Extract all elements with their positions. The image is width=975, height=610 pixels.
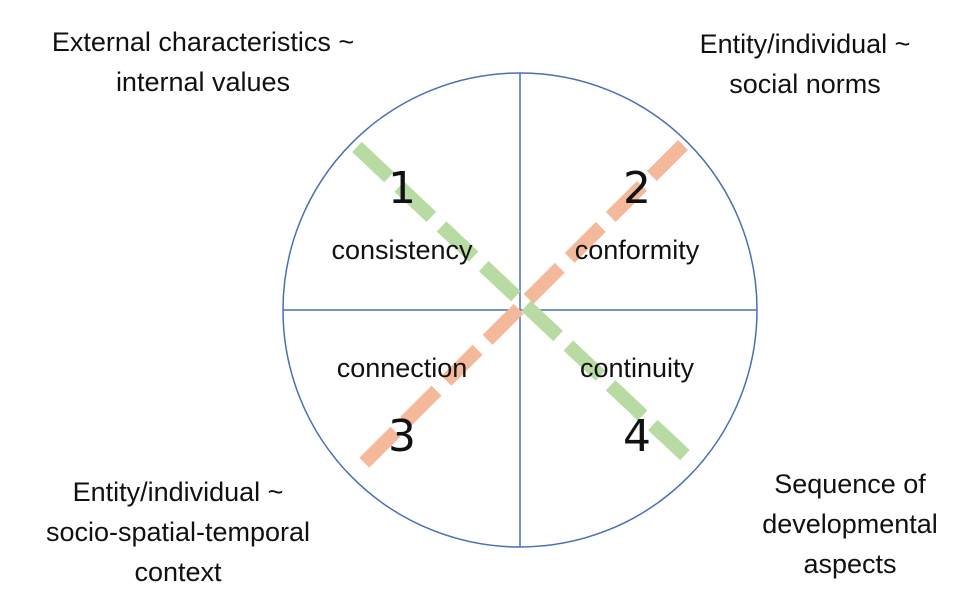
bottom-right-caption-line-2: developmental	[762, 509, 938, 539]
bottom-left-caption: Entity/individual ~ socio-spatial-tempor…	[8, 472, 348, 592]
bottom-left-caption-line-1: Entity/individual ~	[72, 477, 284, 507]
bottom-right-caption-line-1: Sequence of	[774, 469, 926, 499]
quadrant-3-number: 3	[388, 411, 416, 462]
bottom-left-caption-line-2: socio-spatial-temporal	[45, 517, 311, 547]
top-right-caption-line-2: social norms	[729, 69, 881, 99]
quadrant-4-number: 4	[623, 411, 651, 462]
quadrant-4-label: continuity	[580, 353, 695, 383]
quadrant-3-label: connection	[337, 353, 468, 383]
green-dashed-diagonal	[352, 141, 693, 464]
top-left-caption-line-1: External characteristics ~	[51, 27, 355, 57]
quadrant-1-label: consistency	[331, 235, 473, 265]
quadrant-2-number: 2	[623, 163, 651, 214]
quadrant-1-number: 1	[388, 163, 416, 214]
quadrant-2-label: conformity	[575, 235, 700, 265]
top-left-caption: External characteristics ~ internal valu…	[8, 22, 398, 102]
bottom-left-caption-line-3: context	[134, 557, 222, 587]
bottom-right-caption: Sequence of developmental aspects	[725, 464, 975, 584]
top-right-caption: Entity/individual ~ social norms	[650, 24, 960, 104]
bottom-right-caption-line-3: aspects	[803, 549, 897, 579]
top-left-caption-line-2: internal values	[115, 67, 291, 97]
orange-dashed-diagonal	[350, 140, 688, 477]
top-right-caption-line-1: Entity/individual ~	[699, 29, 911, 59]
